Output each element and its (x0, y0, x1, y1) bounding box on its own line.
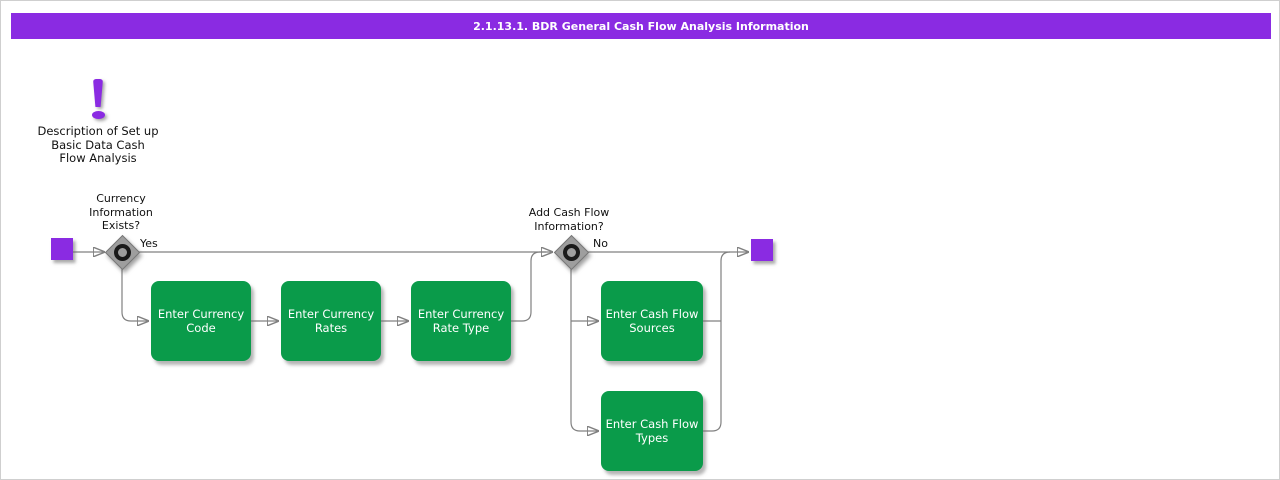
end-node (751, 239, 773, 261)
task-enter-cash-flow-sources[interactable]: Enter Cash Flow Sources (601, 281, 703, 361)
connector-decision2-to-types (570, 268, 598, 431)
exclamation-bar (93, 79, 103, 107)
task-enter-currency-code[interactable]: Enter Currency Code (151, 281, 251, 361)
title-bar: 2.1.13.1. BDR General Cash Flow Analysis… (11, 13, 1271, 39)
exclamation-dot (91, 111, 105, 119)
decision1-label: Currency Information Exists? (89, 192, 153, 232)
task-enter-cash-flow-types[interactable]: Enter Cash Flow Types (601, 391, 703, 471)
task-enter-currency-rates[interactable]: Enter Currency Rates (281, 281, 381, 361)
decision1-branch-label: Yes (140, 237, 158, 250)
exclamation-icon (87, 79, 109, 121)
decision1-circle-icon (113, 243, 131, 261)
note-text: Description of Set up Basic Data Cash Fl… (37, 124, 159, 165)
decision1-gateway (104, 234, 141, 271)
connector-ratetype-merge (511, 251, 546, 322)
page-title: 2.1.13.1. BDR General Cash Flow Analysis… (473, 19, 809, 33)
decision2-circle-icon (562, 243, 580, 261)
decision2-label: Add Cash Flow Information? (528, 206, 610, 233)
start-node (51, 238, 73, 260)
connector-decision1-to-code (121, 268, 148, 321)
decision2-branch-label: No (593, 237, 608, 250)
decision2-gateway (553, 234, 590, 271)
connector-types-merge (703, 251, 731, 432)
task-enter-currency-rate-type[interactable]: Enter Currency Rate Type (411, 281, 511, 361)
